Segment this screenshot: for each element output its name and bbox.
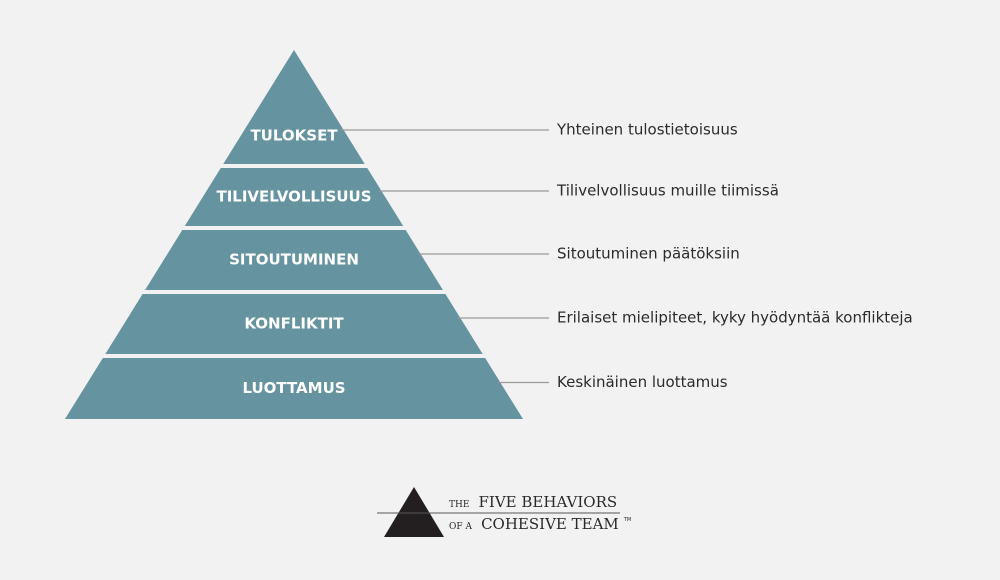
tier-label-tulokset: TULOKSET — [250, 127, 338, 145]
logo-five-behaviors: FIVE BEHAVIORS — [479, 493, 618, 511]
tier-description: Tilivelvollisuus muille tiimissä — [556, 182, 779, 200]
tier-label-tilivelvollisuus: TILIVELVOLLISUUS — [216, 188, 371, 206]
logo-triangle-icon — [384, 487, 444, 537]
logo-of-a: OF A — [449, 522, 472, 532]
leader-lines — [341, 129, 549, 384]
tier-label-sitoutuminen: SITOUTUMINEN — [229, 251, 359, 269]
tier-description: Erilaiset mielipiteet, kyky hyödyntää ko… — [557, 309, 913, 327]
pyramid-tier-konfliktit — [105, 294, 483, 354]
logo-cohesive-team: COHESIVE TEAM — [481, 515, 619, 533]
pyramid-tier-luottamus — [65, 358, 523, 419]
logo-trademark: TM — [623, 517, 631, 523]
five-behaviors-logo: THE FIVE BEHAVIORS OF A COHESIVE TEAM TM — [377, 487, 631, 537]
tier-descriptions: Yhteinen tulostietoisuusTilivelvollisuus… — [556, 121, 913, 392]
pyramid-tier-sitoutuminen — [145, 230, 443, 290]
logo-line-1: THE FIVE BEHAVIORS — [449, 492, 617, 511]
logo-the: THE — [449, 500, 469, 510]
tier-description: Keskinäinen luottamus — [557, 373, 728, 391]
tier-label-luottamus: LUOTTAMUS — [242, 379, 345, 397]
tier-description: Sitoutuminen päätöksiin — [557, 245, 740, 263]
pyramid-tier-tulokset — [223, 50, 365, 164]
tier-description: Yhteinen tulostietoisuus — [556, 121, 738, 139]
tier-label-konfliktit: KONFLIKTIT — [244, 315, 344, 333]
pyramid-tier-tilivelvollisuus — [184, 168, 404, 226]
logo-line-2: OF A COHESIVE TEAM TM — [449, 514, 631, 533]
pyramid-tiers — [65, 50, 523, 419]
tier-labels: TULOKSET TILIVELVOLLISUUS SITOUTUMINEN KONF… — [216, 127, 371, 398]
